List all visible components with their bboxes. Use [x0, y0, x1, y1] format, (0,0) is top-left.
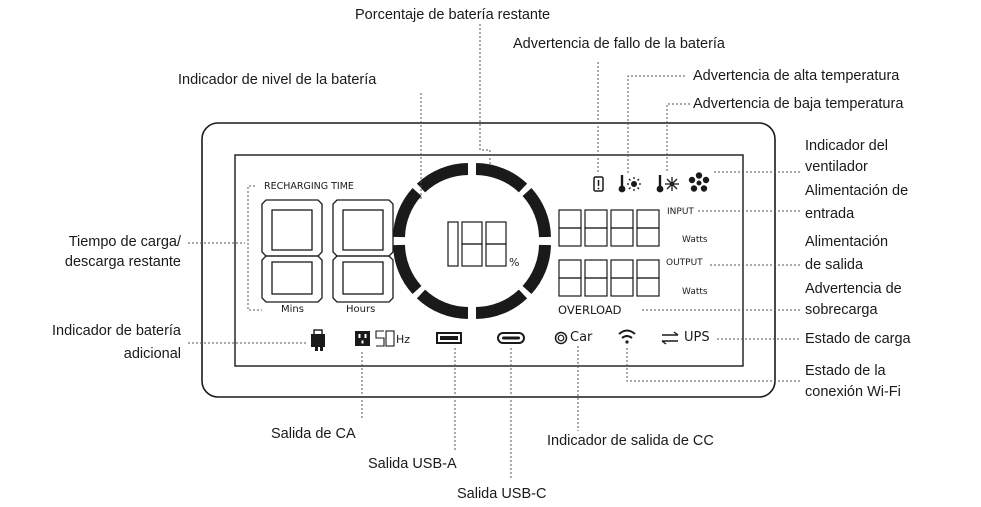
device-frame	[201, 122, 776, 398]
ups-arrows-icon	[661, 331, 679, 345]
usb-a-icon	[436, 332, 462, 344]
time-digits	[261, 199, 394, 303]
high-temp-icon	[618, 175, 641, 193]
input-label: INPUT	[667, 207, 694, 217]
label-usb-a: Salida USB-A	[368, 456, 457, 472]
recharging-time-label: RECHARGING TIME	[264, 181, 354, 192]
car-icon	[554, 331, 568, 345]
usb-c-icon	[497, 332, 525, 344]
label-battery-level: Indicador de nivel de la batería	[178, 72, 377, 88]
car-label: Car	[570, 330, 593, 345]
output-digits	[558, 259, 660, 297]
battery-level-ring	[393, 163, 551, 319]
label-overload-2: sobrecarga	[805, 302, 878, 318]
label-low-temp: Advertencia de baja temperatura	[693, 96, 904, 112]
label-time-2: descarga restante	[64, 254, 181, 270]
label-time-1: Tiempo de carga/	[68, 234, 181, 250]
label-charge-state: Estado de carga	[805, 331, 911, 347]
label-input-1: Alimentación de	[805, 183, 909, 199]
overload-label: OVERLOAD	[558, 303, 622, 317]
wifi-icon	[618, 329, 636, 344]
label-output-1: Alimentación	[805, 234, 889, 250]
watts-input-label: Watts	[682, 235, 708, 245]
leader-lines	[188, 24, 800, 480]
label-input-2: entrada	[805, 206, 855, 222]
ups-label: UPS	[684, 330, 710, 345]
label-dc-out: Indicador de salida de CC	[547, 433, 714, 449]
label-wifi-1: Estado de la	[805, 363, 886, 379]
hours-label: Hours	[346, 304, 376, 315]
label-usb-c: Salida USB-C	[457, 486, 547, 502]
mins-label: Mins	[281, 304, 304, 315]
watts-output-label: Watts	[682, 287, 708, 297]
label-fan-2: ventilador	[805, 159, 868, 175]
label-fan-1: Indicador del	[805, 138, 889, 154]
hz-unit: Hz	[396, 333, 411, 346]
label-battery-fault: Advertencia de fallo de la batería	[513, 36, 725, 52]
label-extra-battery-2: adicional	[123, 346, 181, 362]
label-ac-out: Salida de CA	[271, 426, 356, 442]
battery-fault-icon	[593, 176, 604, 192]
label-high-temp: Advertencia de alta temperatura	[693, 68, 900, 84]
fan-icon	[688, 172, 710, 192]
lcd-screen	[234, 154, 744, 367]
input-digits	[558, 209, 660, 247]
label-output-2: de salida	[805, 257, 864, 273]
hz-digits	[375, 330, 395, 347]
extra-battery-icon	[311, 329, 325, 351]
percent-sign: %	[509, 256, 520, 269]
ac-outlet-icon	[355, 331, 370, 346]
label-overload-1: Advertencia de	[805, 281, 902, 297]
low-temp-icon	[656, 175, 679, 193]
percentage-digits	[447, 221, 507, 267]
label-battery-percentage: Porcentaje de batería restante	[355, 7, 551, 23]
label-extra-battery-1: Indicador de batería	[52, 323, 181, 339]
label-wifi-2: conexión Wi-Fi	[805, 384, 901, 400]
output-label: OUTPUT	[666, 258, 703, 268]
